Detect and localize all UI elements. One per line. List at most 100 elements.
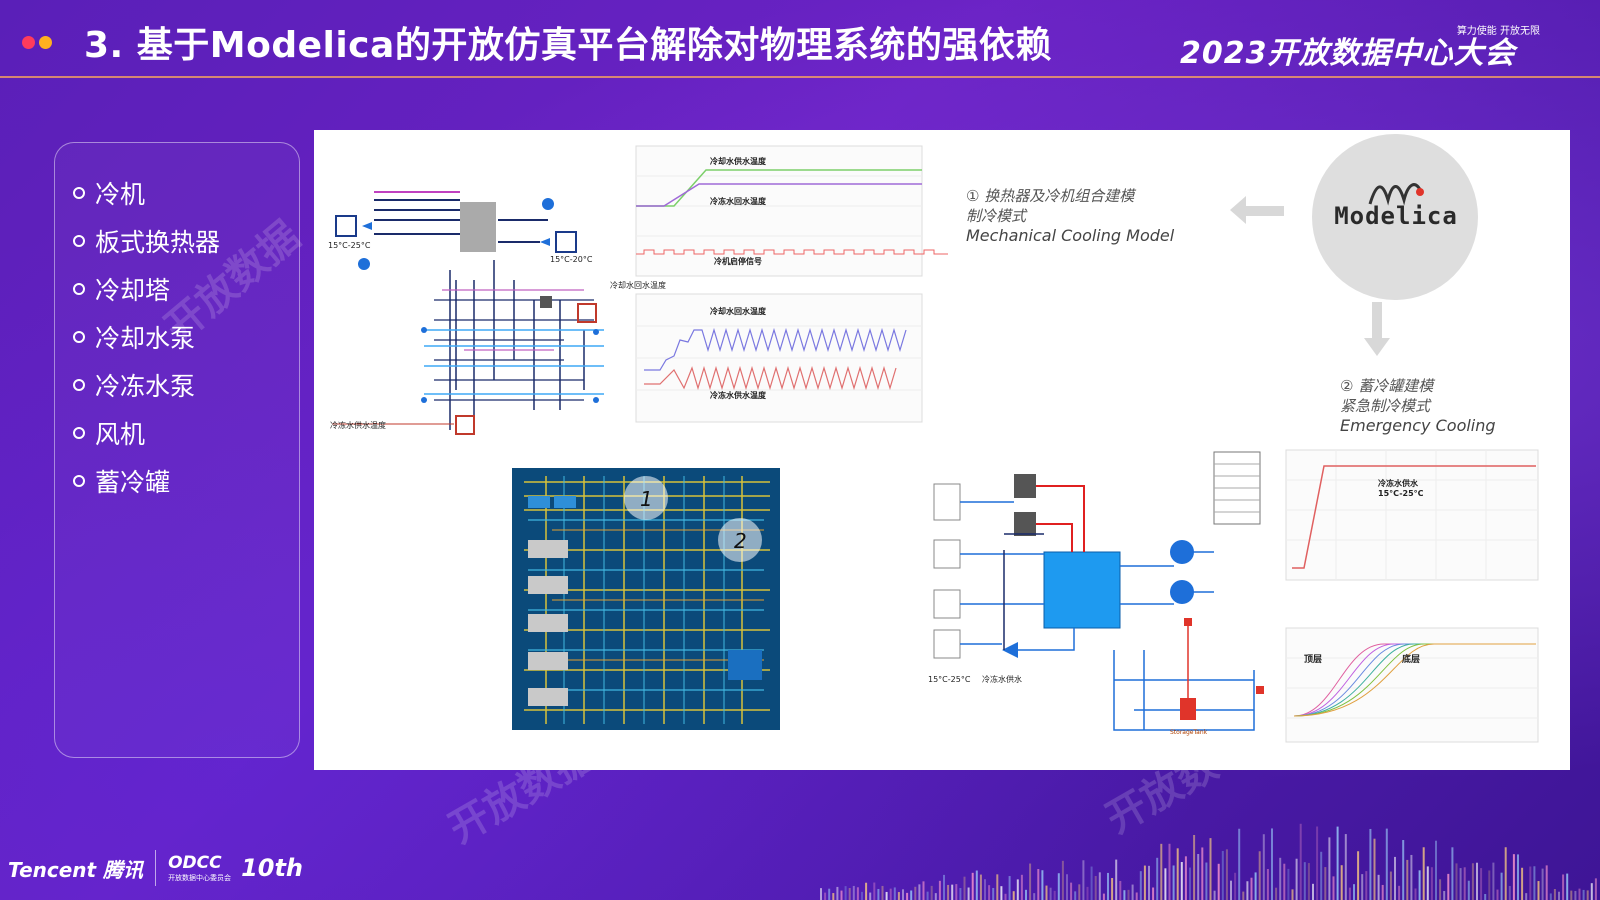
skyline-bar <box>1394 856 1396 900</box>
series-label: 冷却水供水温度 <box>710 156 767 166</box>
skyline-bar <box>1533 866 1536 900</box>
anniversary-logo: 10th <box>241 854 304 882</box>
page-title: 3. 基于Modelica的开放仿真平台解除对物理系统的强依赖 <box>84 25 1052 66</box>
pump-icon <box>1170 580 1194 604</box>
skyline-bar <box>1172 865 1175 900</box>
skyline-bar <box>1275 887 1278 900</box>
skyline-bar <box>906 892 909 900</box>
skyline-bar <box>1086 886 1089 900</box>
skyline-bar <box>1074 891 1077 900</box>
tank-label: StorageTank <box>1170 729 1208 736</box>
supply-label: 冷冻水供水 <box>982 674 1022 684</box>
skyline-bar <box>967 887 970 900</box>
skyline-bar <box>1012 891 1015 900</box>
skyline-bar <box>1574 890 1577 900</box>
skyline-bar <box>1139 871 1142 900</box>
list-item-label: 冷却水泵 <box>95 324 196 353</box>
skyline-bar <box>1353 884 1355 900</box>
skyline-bar <box>1143 865 1146 900</box>
skyline-bar <box>1463 867 1466 900</box>
skyline-bar <box>824 892 827 900</box>
skyline-bar <box>1057 873 1060 900</box>
skyline-bar <box>852 885 855 900</box>
skyline-bar <box>1033 893 1036 900</box>
equipment-list: 冷机 板式换热器 冷却塔 冷却水泵 冷冻水泵 风机 蓄冷罐 <box>73 169 220 505</box>
arrow-left-icon <box>1230 196 1284 224</box>
skyline-bar <box>1029 863 1032 900</box>
skyline-bar <box>1127 889 1130 900</box>
skyline-bar <box>1594 878 1597 900</box>
skyline-bar <box>1131 884 1134 900</box>
skyline-bar <box>938 880 941 900</box>
modelica-logo-text: Modelica <box>1334 202 1458 230</box>
skyline-bar <box>1000 886 1003 900</box>
skyline-bar <box>1209 838 1212 900</box>
sensor-box-right <box>555 231 577 253</box>
list-item: 冷却水泵 <box>73 313 220 361</box>
skyline-bar <box>963 876 966 900</box>
skyline-bar <box>1328 837 1331 900</box>
skyline-bar <box>1500 872 1503 900</box>
arrow-down-icon <box>1364 302 1390 356</box>
list-item-label: 板式换热器 <box>95 228 221 257</box>
skyline-bar <box>1045 885 1048 900</box>
temp-label: 15°C-25°C <box>328 241 371 250</box>
skyline-bar <box>1201 847 1204 900</box>
skyline-bar <box>1480 868 1483 900</box>
odcc-logo-subtitle: 开放数据中心委员会 <box>168 874 232 882</box>
equipment-list-panel: 冷机 板式换热器 冷却塔 冷却水泵 冷冻水泵 风机 蓄冷罐 <box>54 142 300 758</box>
skyline-bar <box>1266 868 1269 900</box>
list-item: 冷机 <box>73 169 220 217</box>
skyline-bar <box>1193 834 1196 900</box>
skyline-bar <box>893 887 896 900</box>
skyline-bar <box>1168 843 1171 900</box>
skyline-bar <box>1590 883 1593 900</box>
cw-return-label: 冷却水回水温度 <box>610 280 666 290</box>
list-item: 风机 <box>73 409 220 457</box>
skyline-bar <box>1008 876 1011 900</box>
highlight-box <box>577 303 597 323</box>
skyline-bar <box>1246 881 1249 900</box>
skyline-bar <box>1020 874 1023 900</box>
skyline-bar <box>984 879 986 900</box>
sensor-box-left <box>335 215 357 237</box>
skyline-bar <box>1221 850 1224 900</box>
model-2-mode: 紧急制冷模式 <box>1340 397 1431 415</box>
skyline-bar <box>1291 889 1294 900</box>
series-label: 冷冻水回水温度 <box>710 196 767 206</box>
skyline-bar <box>861 891 863 900</box>
skyline-bar <box>1357 851 1360 900</box>
skyline-bar <box>1098 872 1101 900</box>
skyline-bar <box>1455 863 1458 900</box>
skyline-bar <box>1061 860 1064 900</box>
skyline-bar <box>1467 880 1470 900</box>
skyline-bar <box>951 884 954 900</box>
skyline-bar <box>1430 867 1433 900</box>
skyline-bar <box>971 872 974 900</box>
skyline-bar <box>1250 877 1253 900</box>
skyline-bar <box>1443 891 1446 900</box>
skyline-bar <box>848 888 851 900</box>
chiller-block <box>460 202 496 252</box>
list-item-label: 冷却塔 <box>95 276 171 305</box>
skyline-bar <box>1262 834 1265 900</box>
logo-divider <box>155 850 157 886</box>
temp-label: 15°C-25°C <box>928 675 971 684</box>
layer-temperature-chart: 顶层 底层 <box>1285 627 1539 743</box>
skyline-bar <box>1258 851 1261 900</box>
header: 3. 基于Modelica的开放仿真平台解除对物理系统的强依赖 2023开放数据… <box>0 0 1600 78</box>
series-label: 顶层 <box>1304 654 1322 665</box>
skyline-bar <box>1377 874 1380 900</box>
skyline-bar <box>930 885 933 900</box>
skyline-bar <box>1365 871 1368 900</box>
skyline-bar <box>1123 890 1126 900</box>
supply-temp-label: 冷冻水供水温度 <box>330 420 386 430</box>
skyline-bar <box>1332 876 1335 900</box>
skyline-bar <box>1180 862 1183 900</box>
skyline-bar <box>1582 889 1585 900</box>
valve-icon <box>362 222 372 230</box>
circle-bullet-icon <box>73 379 85 391</box>
skyline-bar <box>1299 823 1302 900</box>
skyline-bar <box>1287 868 1290 900</box>
skyline-bar <box>1361 874 1364 900</box>
